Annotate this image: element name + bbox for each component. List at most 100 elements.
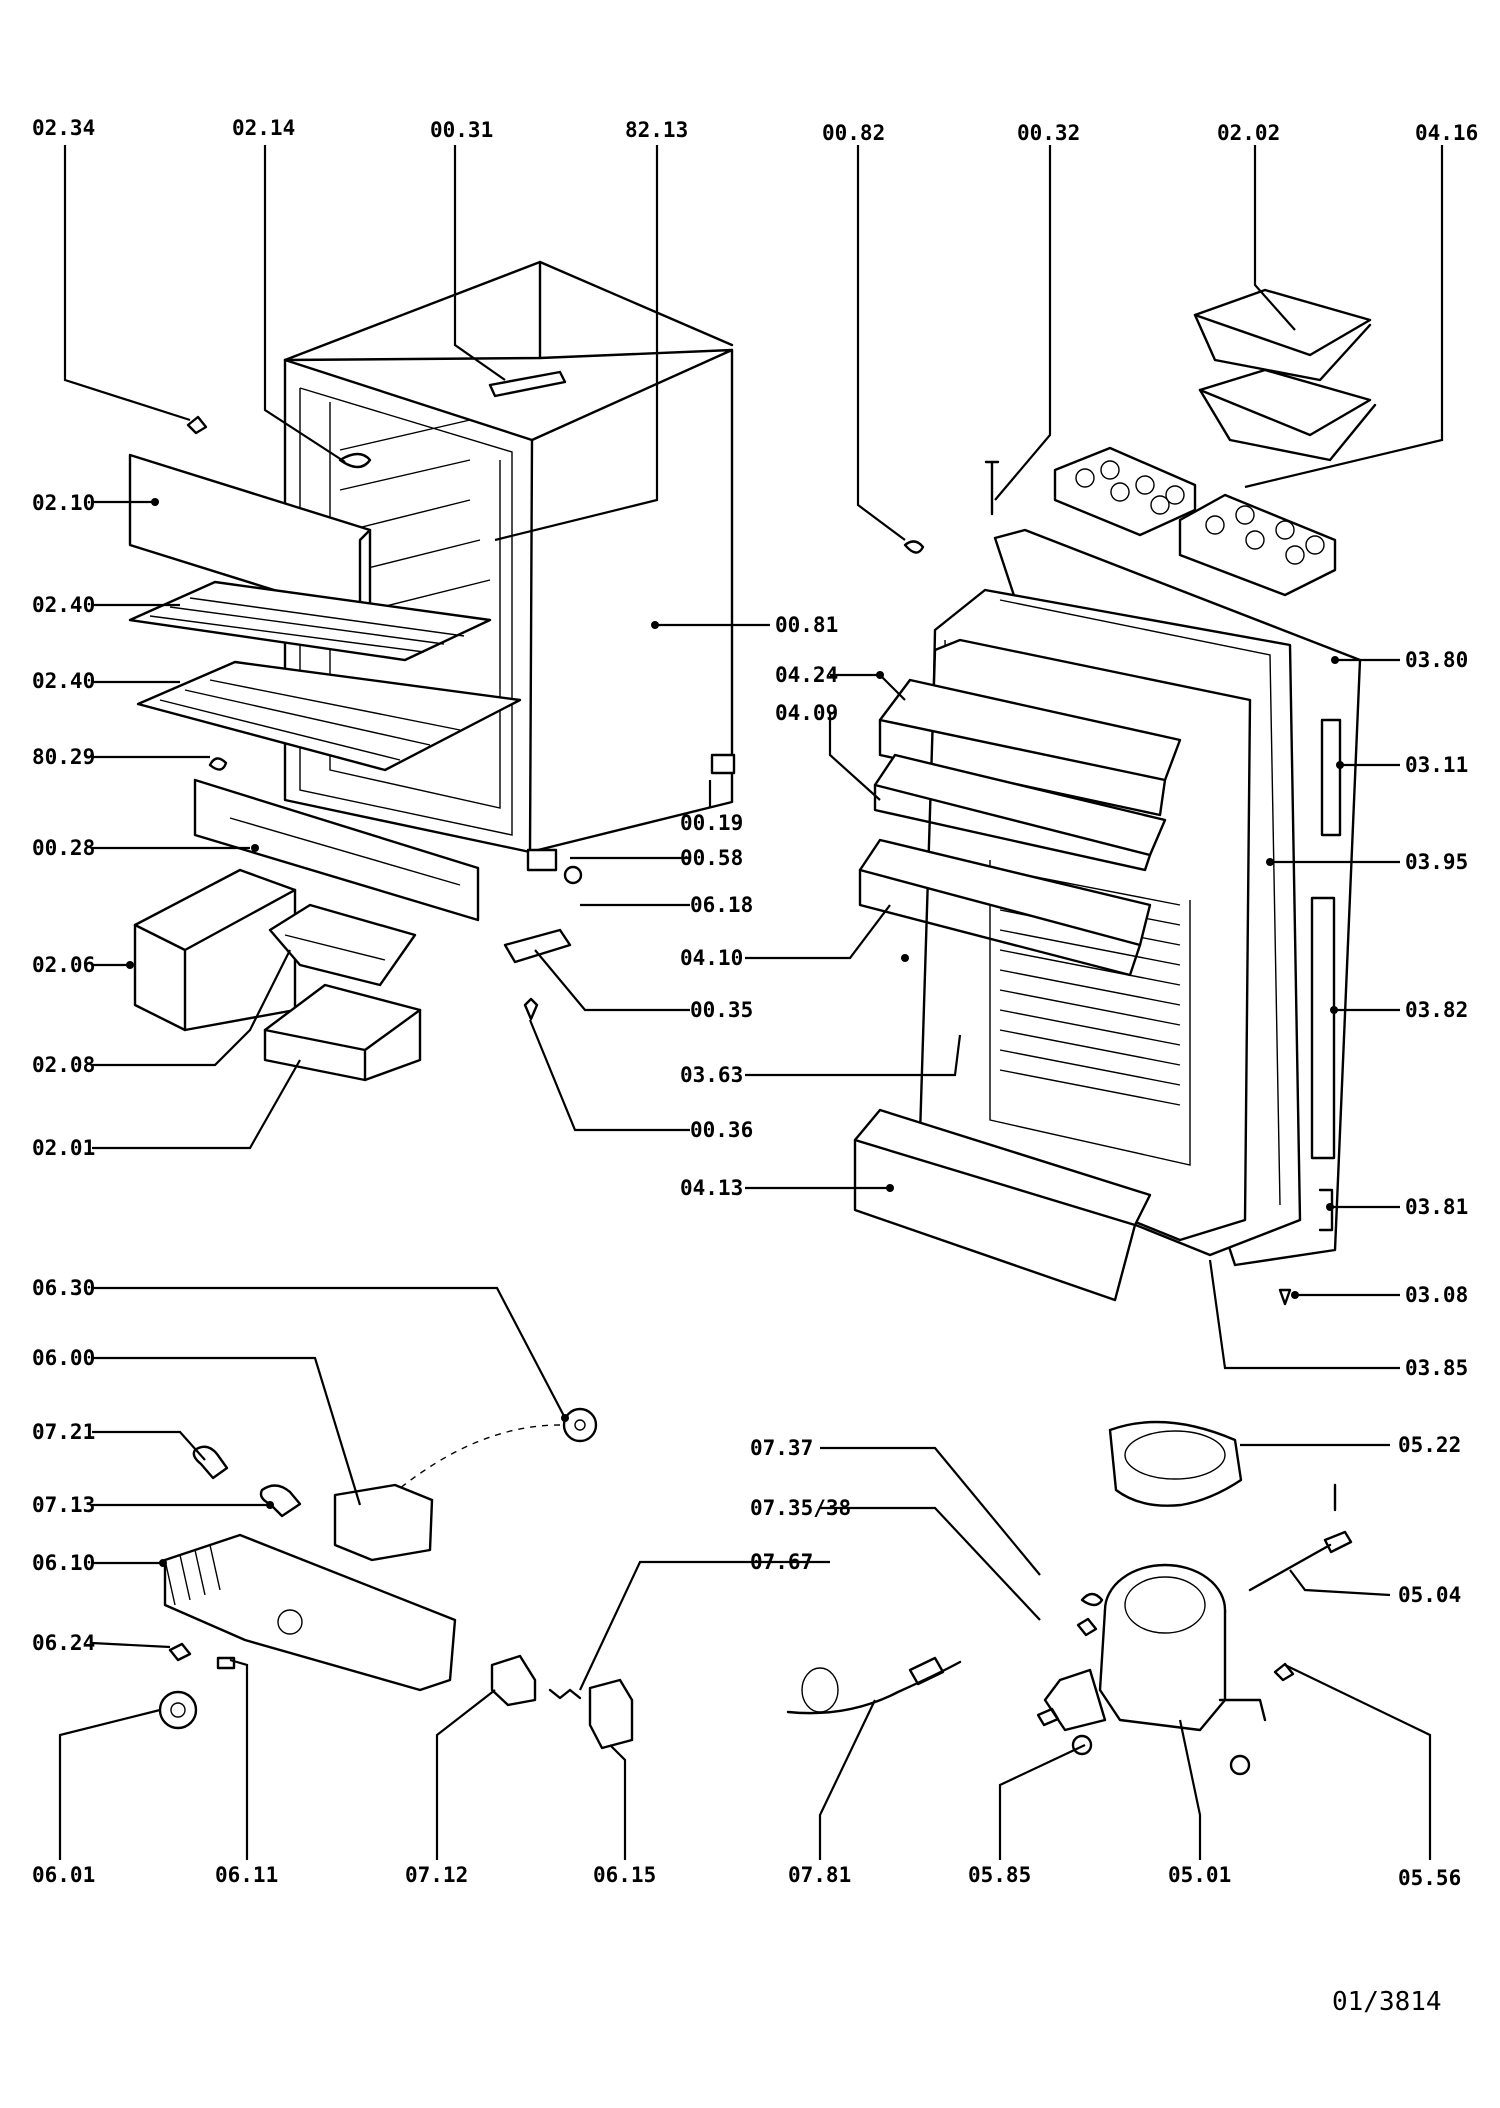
- small-switch-part: [216, 1656, 236, 1670]
- door-switch: [588, 1678, 634, 1750]
- label-07-35-38: 07.35/38: [750, 1496, 851, 1520]
- label-07-67: 07.67: [750, 1550, 813, 1574]
- label-06-01: 06.01: [32, 1863, 95, 1887]
- hinge-bracket: [503, 928, 572, 964]
- compressor-foot-2: [1229, 1754, 1251, 1776]
- label-80-29: 80.29: [32, 745, 95, 769]
- part-labels: 02.34 02.14 00.31 82.13 00.82 00.32 02.0…: [32, 116, 1478, 1890]
- label-03-85: 03.85: [1405, 1356, 1468, 1380]
- label-03-08: 03.08: [1405, 1283, 1468, 1307]
- drip-tray-cover: [193, 778, 480, 922]
- label-02-14: 02.14: [232, 116, 295, 140]
- egg-tray-right: [1178, 493, 1337, 597]
- label-04-13: 04.13: [680, 1176, 743, 1200]
- drawing-reference-number: 01/3814: [1332, 1987, 1442, 2017]
- egg-tray-left: [1053, 446, 1197, 537]
- label-06-10: 06.10: [32, 1551, 95, 1575]
- label-02-01: 02.01: [32, 1136, 95, 1160]
- lamp-bulb-small: [259, 1484, 302, 1518]
- label-00-82: 00.82: [822, 121, 885, 145]
- label-06-11: 06.11: [215, 1863, 278, 1887]
- power-cord: [786, 1656, 962, 1715]
- label-06-24: 06.24: [32, 1631, 95, 1655]
- label-03-95: 03.95: [1405, 850, 1468, 874]
- label-04-24: 04.24: [775, 663, 838, 687]
- label-06-00: 06.00: [32, 1346, 95, 1370]
- label-05-22: 05.22: [1398, 1433, 1461, 1457]
- label-04-16: 04.16: [1415, 121, 1478, 145]
- label-00-58: 00.58: [680, 846, 743, 870]
- label-02-10: 02.10: [32, 491, 95, 515]
- small-clip-part: [903, 540, 925, 554]
- compressor-foot: [1071, 1734, 1093, 1756]
- label-00-35: 00.35: [690, 998, 753, 1022]
- crisper-drawer-small: [263, 983, 422, 1082]
- thermostat-housing: [333, 1483, 434, 1562]
- label-06-30: 06.30: [32, 1276, 95, 1300]
- glass-shelf-lower: [136, 660, 522, 772]
- label-00-19: 00.19: [680, 811, 743, 835]
- label-00-31: 00.31: [430, 118, 493, 142]
- label-00-81: 00.81: [775, 613, 838, 637]
- label-05-04: 05.04: [1398, 1583, 1461, 1607]
- hinge-pin: [563, 865, 583, 885]
- lamp-bulb: [192, 1445, 229, 1480]
- label-07-13: 07.13: [32, 1493, 95, 1517]
- label-02-08: 02.08: [32, 1053, 95, 1077]
- rubber-grommet: [1076, 1617, 1098, 1637]
- label-03-80: 03.80: [1405, 648, 1468, 672]
- door-shelf-second: [873, 753, 1167, 872]
- small-connector: [168, 1642, 192, 1662]
- label-03-81: 03.81: [1405, 1195, 1468, 1219]
- label-05-01: 05.01: [1168, 1863, 1231, 1887]
- relay-spring: [548, 1688, 582, 1700]
- butter-tray-lid: [1193, 288, 1372, 382]
- compressor: [1043, 1563, 1267, 1732]
- label-02-06: 02.06: [32, 953, 95, 977]
- door-handle-strip-upper: [1320, 718, 1342, 837]
- clip-part: [186, 415, 208, 435]
- knob-part: [158, 1690, 198, 1730]
- label-02-40-lower: 02.40: [32, 669, 95, 693]
- crisper-small-tray: [268, 903, 417, 987]
- label-05-85: 05.85: [968, 1863, 1031, 1887]
- relay-block: [490, 1654, 537, 1707]
- label-06-15: 06.15: [593, 1863, 656, 1887]
- label-82-13: 82.13: [625, 118, 688, 142]
- door-shelf-middle: [858, 838, 1152, 977]
- door-handle-strip-lower: [1310, 896, 1336, 1160]
- grommet-part: [1080, 1592, 1104, 1607]
- butter-tray-base: [1198, 368, 1377, 462]
- label-00-28: 00.28: [32, 836, 95, 860]
- label-07-21: 07.21: [32, 1420, 95, 1444]
- label-03-63: 03.63: [680, 1063, 743, 1087]
- label-00-32: 00.32: [1017, 121, 1080, 145]
- label-03-82: 03.82: [1405, 998, 1468, 1022]
- label-02-02: 02.02: [1217, 121, 1280, 145]
- mounting-clip: [1273, 1662, 1295, 1682]
- top-hinge-plate: [488, 370, 567, 398]
- crisper-drawer-large: [133, 868, 297, 1032]
- label-03-11: 03.11: [1405, 753, 1468, 777]
- leader-endpoints: [126, 498, 1344, 1567]
- label-04-09: 04.09: [775, 701, 838, 725]
- lamp-housing: [163, 1533, 457, 1692]
- label-07-81: 07.81: [788, 1863, 851, 1887]
- label-06-18: 06.18: [690, 893, 753, 917]
- label-02-34: 02.34: [32, 116, 95, 140]
- hinge-screw: [523, 997, 539, 1021]
- door-pin: [984, 460, 1000, 516]
- lamp-cover-small: [338, 452, 372, 469]
- clamp-part: [1036, 1707, 1060, 1727]
- label-05-56: 05.56: [1398, 1866, 1461, 1890]
- leader-lines: [58, 145, 1444, 1860]
- label-02-40-upper: 02.40: [32, 593, 95, 617]
- label-00-36: 00.36: [690, 1118, 753, 1142]
- door-screw: [1278, 1288, 1292, 1306]
- compressor-cover: [1108, 1420, 1243, 1507]
- label-04-10: 04.10: [680, 946, 743, 970]
- label-07-37: 07.37: [750, 1436, 813, 1460]
- glass-shelf-upper: [128, 580, 492, 662]
- thermostat-knob: [562, 1407, 598, 1443]
